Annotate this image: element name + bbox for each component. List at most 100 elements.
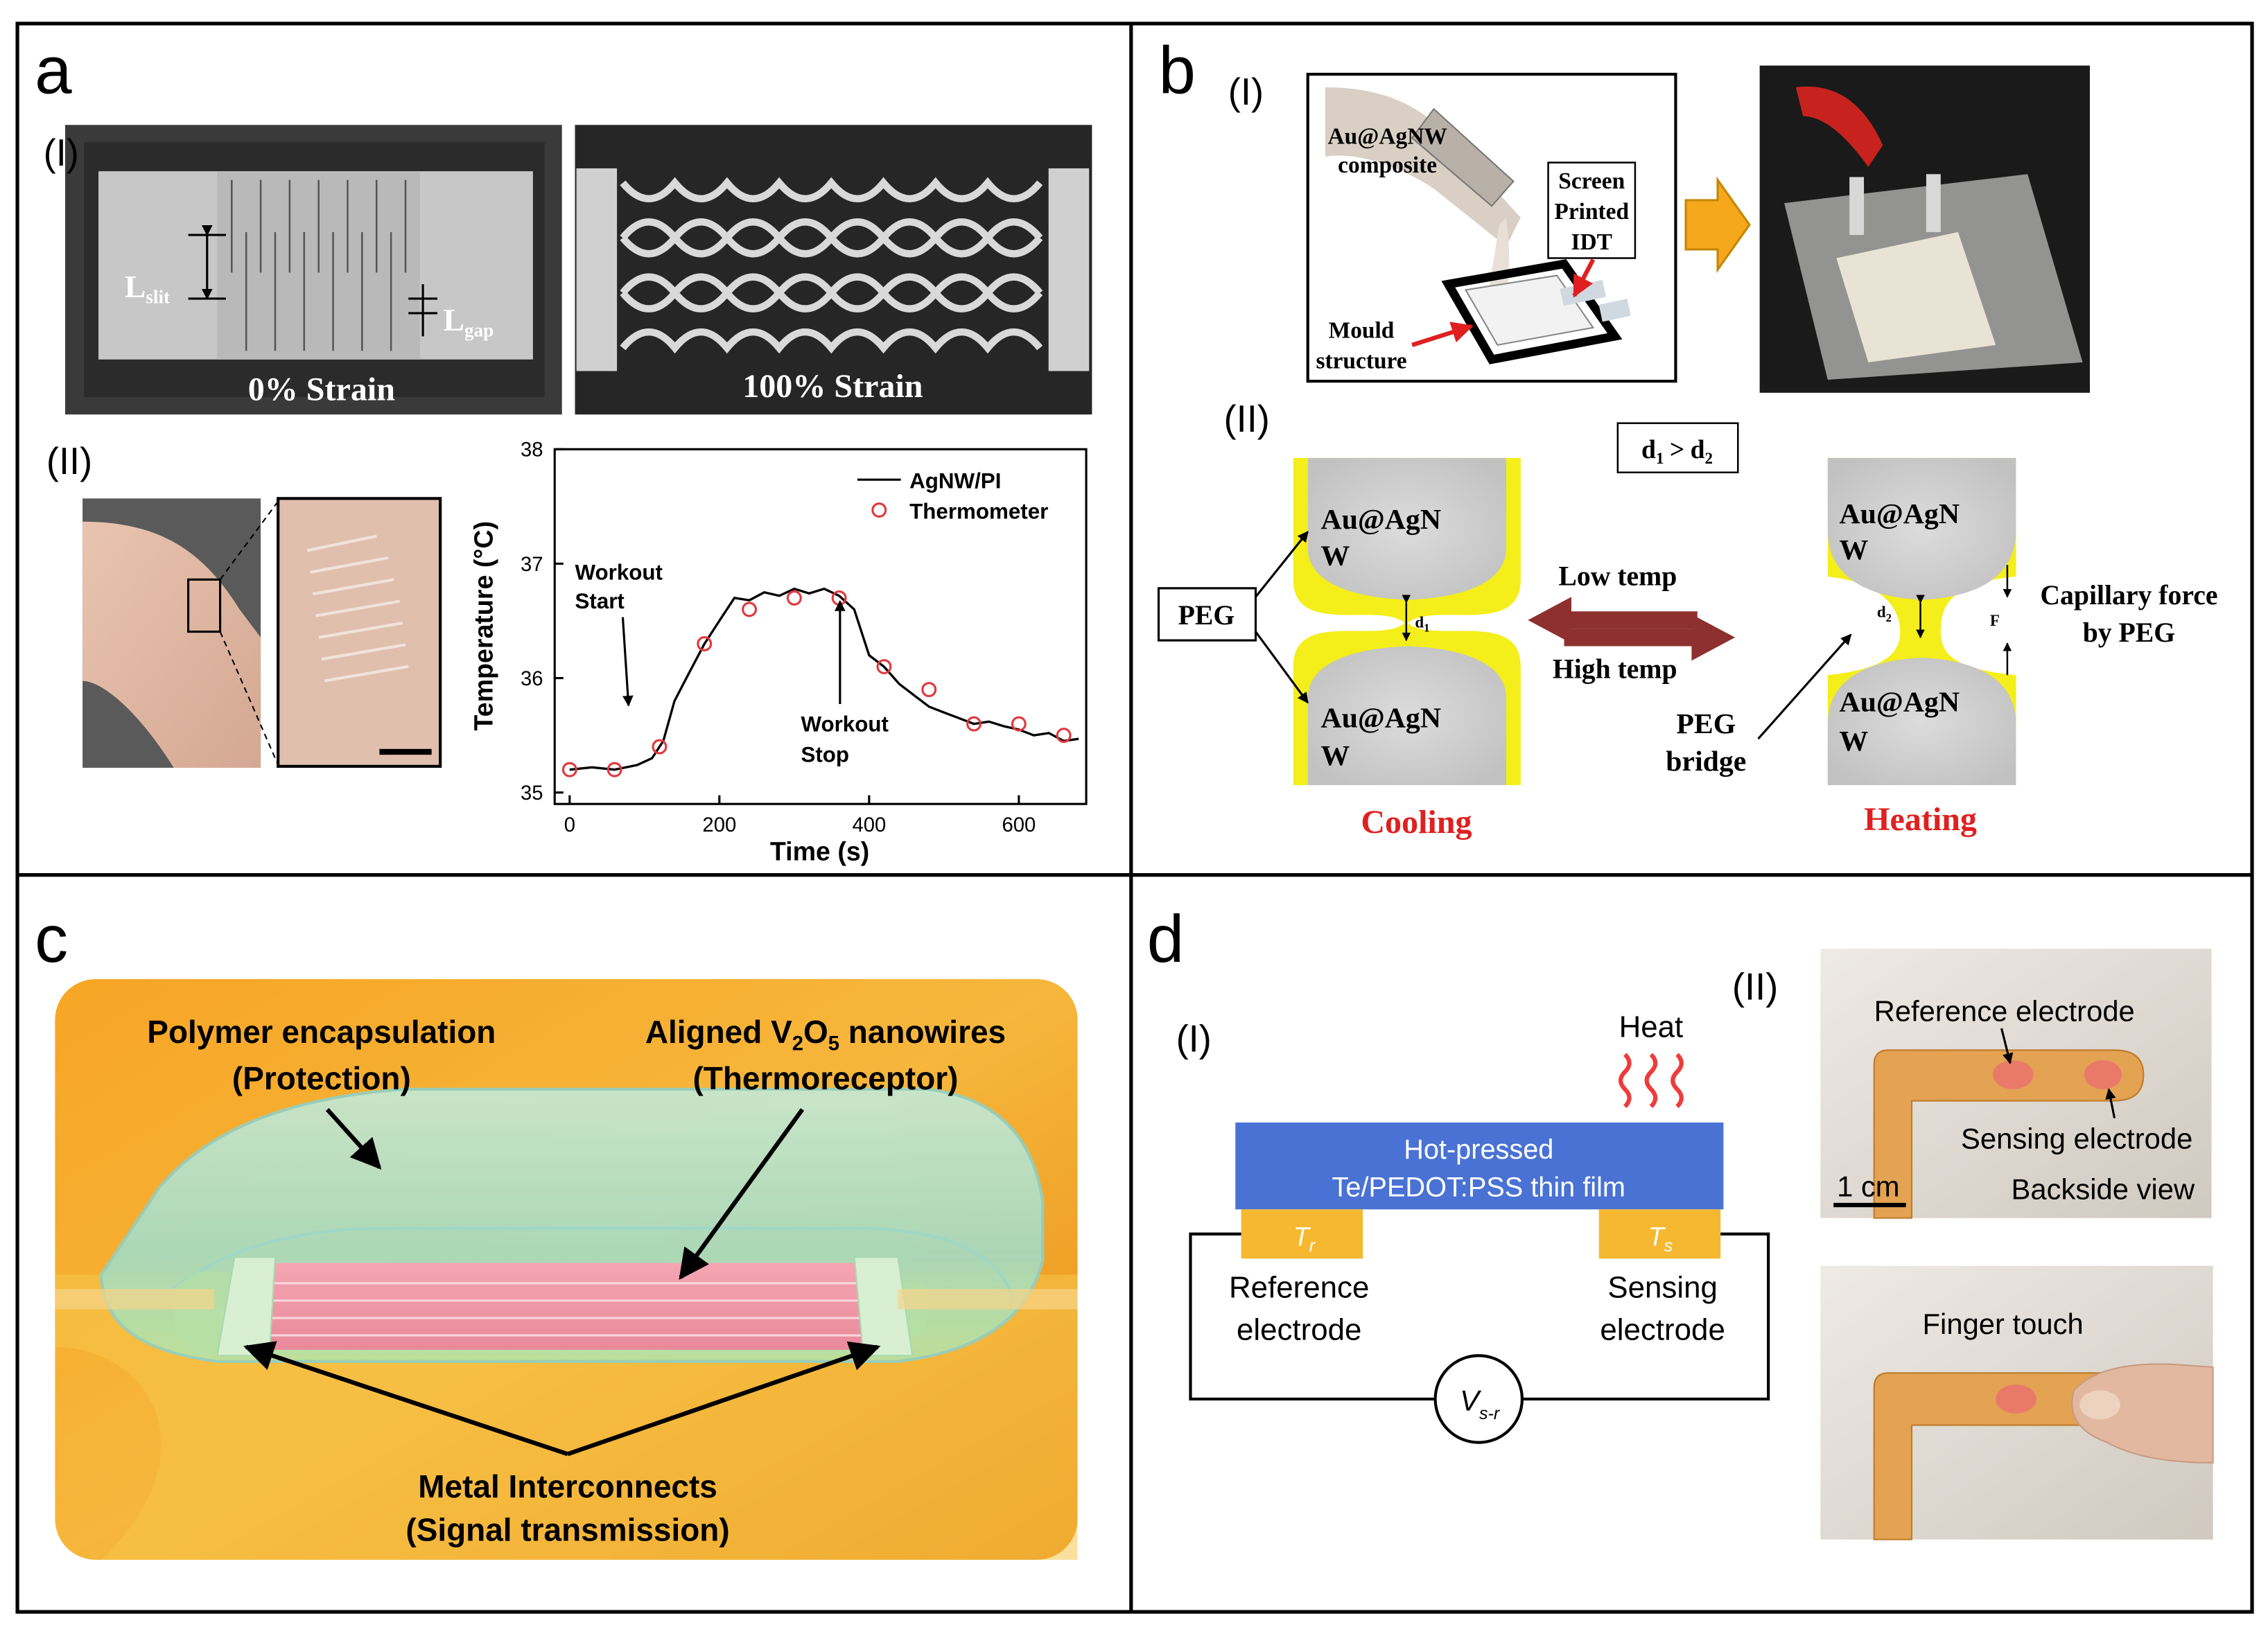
x-tick-label: 200 <box>702 814 736 836</box>
device-photo <box>1759 65 2091 393</box>
slit-pattern <box>231 179 407 351</box>
lgap-label: Lgap <box>443 302 494 340</box>
cooling-wire-top-1: Au@AgN <box>1321 504 1441 536</box>
y-tick-label: 35 <box>521 782 543 805</box>
legend-series-1: AgNW/PI <box>909 469 1001 493</box>
panel-d-roman-2: (II) <box>1732 965 1778 1008</box>
mould-label-2: structure <box>1316 348 1406 374</box>
thermometer-point <box>697 636 713 651</box>
heat-label: Heat <box>1619 1010 1684 1044</box>
fabrication-schematic: Au@AgNW composite Screen Printed IDT Mou… <box>1306 73 1677 383</box>
finger-touch-label: Finger touch <box>1923 1308 2084 1340</box>
heating-label: Heating <box>1864 801 1977 838</box>
thermometer-point <box>966 716 982 732</box>
thermometer-point <box>921 682 937 698</box>
capillary-label-2: by PEG <box>2083 617 2175 648</box>
peg-label: PEG <box>1178 600 1235 631</box>
thermoreceptor-label: (Thermoreceptor) <box>692 1060 958 1096</box>
reference-electrode-block <box>1241 1209 1363 1259</box>
sensor-zoom-photo <box>277 497 442 768</box>
cooling-wire-top-2: W <box>1321 540 1350 572</box>
annotation-start-line-1: Workout <box>575 560 663 584</box>
thermoelectric-circuit: Hot-pressed Te/PEDOT:PSS thin film Tr Ts… <box>1189 1122 1770 1444</box>
heating-wire-bottom-1: Au@AgN <box>1840 686 1960 718</box>
chart-series <box>561 587 1079 778</box>
film-label-2: Te/PEDOT:PSS thin film <box>1332 1172 1625 1202</box>
y-tick-label: 38 <box>521 439 543 462</box>
cooling-wire-bottom-1: Au@AgN <box>1321 702 1441 734</box>
sensing-label-2: electrode <box>1600 1312 1725 1346</box>
panel-c-letter: c <box>35 902 68 976</box>
strain-100-label: 100% Strain <box>742 368 923 405</box>
panel-a: a Lslit Lgap 0% Strain <box>35 33 1092 866</box>
heating-wire-bottom-2: W <box>1840 726 1869 757</box>
ts-label: Ts <box>1648 1222 1673 1255</box>
panel-a-letter: a <box>35 33 72 107</box>
d2-label: d2 <box>1877 604 1892 624</box>
temp-switch-arrows: Low temp High temp <box>1528 561 1736 684</box>
strain-0-label: 0% Strain <box>248 371 395 407</box>
chart-plot-frame <box>553 448 1088 805</box>
backside-view-label: Backside view <box>2011 1173 2195 1206</box>
low-temp-label: Low temp <box>1558 561 1677 592</box>
thermometer-point <box>561 762 577 778</box>
process-arrow <box>1684 176 1751 274</box>
x-tick-label: 600 <box>1002 814 1036 836</box>
backside-photo: Reference electrode Sensing electrode 1 … <box>1820 949 2212 1219</box>
cooling-label: Cooling <box>1361 804 1472 841</box>
chart-xlabel: Time (s) <box>770 837 869 866</box>
panel-grid <box>15 21 2254 1614</box>
scale-label: 1 cm <box>1837 1170 1900 1202</box>
workout-start-annotation: Workout Start <box>575 560 663 707</box>
peg-callout: PEG <box>1157 531 1309 704</box>
thermometer-point <box>786 590 802 606</box>
chart-ylabel: Temperature (°C) <box>469 521 498 731</box>
sensing-electrode-label: Sensing electrode <box>1961 1122 2192 1154</box>
peg-bridge-callout: PEG bridge <box>1666 633 1852 778</box>
screen-label-1: Screen <box>1558 168 1625 194</box>
finger-touch-photo: Finger touch <box>1820 1265 2214 1540</box>
panel-d-roman-1: (I) <box>1176 1017 1212 1060</box>
capillary-label-1: Capillary force <box>2040 580 2217 610</box>
voltage-label: Vs-r <box>1460 1385 1501 1424</box>
polymer-label-1: Polymer encapsulation <box>147 1014 496 1050</box>
polymer-label-2: (Protection) <box>232 1060 411 1096</box>
metal-label-2: (Signal transmission) <box>405 1512 729 1548</box>
mould-label-1: Mould <box>1329 317 1395 343</box>
annotation-stop-line-2: Stop <box>801 743 849 767</box>
y-tick-label: 37 <box>521 554 543 576</box>
reference-electrode-label: Reference electrode <box>1874 995 2135 1028</box>
heat-waves-icon <box>1618 1053 1684 1109</box>
aligned-label: Aligned V2O5 nanowires <box>645 1014 1006 1055</box>
composite-label-2: composite <box>1338 152 1437 178</box>
panel-a-roman-1: (I) <box>44 132 79 174</box>
annotation-start-line-2: Start <box>575 589 625 613</box>
thermometer-point <box>742 601 758 617</box>
screen-label-2: Printed <box>1554 199 1629 225</box>
condition-box: d1>d2 <box>1616 422 1739 473</box>
lslit-label: Lslit <box>125 269 170 307</box>
thermometer-point <box>1056 728 1072 744</box>
panel-d: d (I) Heat Hot-pressed Te/PEDOT:PSS thin… <box>1147 902 2214 1540</box>
heating-wire-pair: Au@AgN W Au@AgN W d2 F <box>1827 457 2016 786</box>
sensing-label-1: Sensing <box>1607 1271 1718 1305</box>
force-f-label: F <box>1990 612 2000 629</box>
x-tick-label: 0 <box>564 814 575 836</box>
voltmeter-icon <box>1433 1354 1524 1444</box>
series-line-agnw-pi <box>569 587 1079 771</box>
panel-b-roman-2: (II) <box>1224 398 1270 440</box>
annotation-stop-line-1: Workout <box>801 712 889 737</box>
metal-label-1: Metal Interconnects <box>418 1468 717 1504</box>
screen-label-3: IDT <box>1571 229 1612 255</box>
arm-photo <box>82 498 279 768</box>
high-temp-label: High temp <box>1553 653 1677 684</box>
d1-label: d1 <box>1415 613 1429 634</box>
peg-bridge-label-1: PEG <box>1676 708 1736 740</box>
film-label-1: Hot-pressed <box>1404 1134 1553 1165</box>
panel-c: c Polymer encapsulation (Protection) Ali… <box>35 902 1078 1560</box>
sensing-electrode-block <box>1598 1209 1721 1259</box>
thermometer-point <box>1011 716 1027 732</box>
